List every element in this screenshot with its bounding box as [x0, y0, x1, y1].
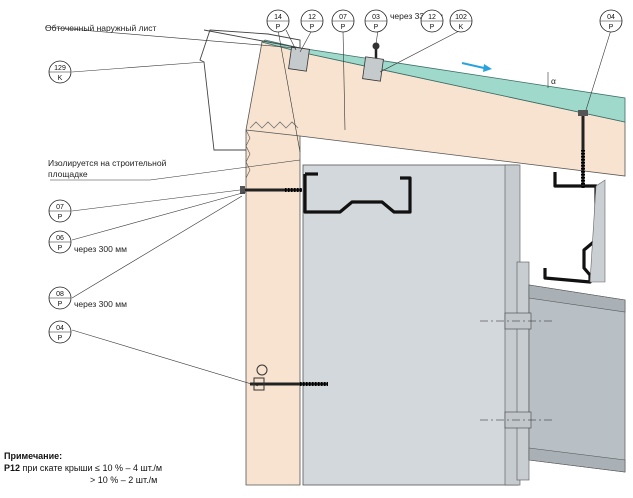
wall-girt-profile	[303, 174, 412, 214]
screw-p04-roof	[578, 110, 588, 188]
steel-beam-bottom	[528, 447, 626, 473]
svg-text:03: 03	[372, 14, 380, 21]
insulated-label-line1: Изолируется на строительной	[48, 158, 167, 168]
tag-p07-top: 07 P	[331, 9, 355, 33]
steel-beam	[528, 284, 626, 473]
tag-p06: 06 P	[48, 230, 72, 254]
note-title: Примечание:	[4, 451, 63, 461]
flashing-outline	[199, 29, 301, 151]
tag-p07-left: 07 P	[48, 199, 72, 223]
tag-p03: 03 P	[364, 9, 388, 33]
svg-text:P: P	[276, 24, 281, 31]
ridge-zigzag-seal	[249, 121, 299, 129]
steel-column	[302, 164, 519, 486]
svg-text:K: K	[459, 24, 464, 31]
svg-text:12: 12	[428, 14, 436, 21]
tag-p04-top: 04 P	[599, 9, 623, 33]
svg-text:P: P	[341, 24, 346, 31]
direction-arrow	[461, 62, 485, 69]
svg-text:P: P	[609, 24, 614, 31]
screw-p07-wall	[240, 186, 302, 194]
svg-text:08: 08	[56, 291, 64, 298]
tag-p12-b: 12 P	[420, 9, 444, 33]
svg-text:P: P	[58, 335, 63, 342]
svg-text:K: K	[58, 75, 63, 82]
svg-text:P: P	[58, 245, 63, 252]
leader-lines	[44, 26, 612, 387]
svg-text:04: 04	[56, 325, 64, 332]
spacing-333-label: через 333 мм	[390, 11, 443, 21]
steel-beam-flange	[528, 284, 626, 313]
note-block: Примечание: P12 при скате крыши ≤ 10 % –…	[4, 450, 162, 486]
outer-sheet-label: Обточенный наружный лист	[45, 23, 157, 33]
spacing-300-label-a: через 300 мм	[74, 244, 127, 254]
tag-k129: 129 K	[48, 60, 72, 84]
svg-text:P: P	[374, 24, 379, 31]
tag-k102: 102 K	[449, 9, 473, 33]
svg-text:14: 14	[274, 14, 282, 21]
svg-text:P: P	[58, 301, 63, 308]
spacing-300-label-b: через 300 мм	[74, 299, 127, 309]
svg-text:P: P	[58, 214, 63, 221]
tag-p14: 14 P	[266, 9, 290, 33]
svg-text:04: 04	[607, 14, 615, 21]
svg-text:129: 129	[54, 65, 66, 72]
svg-text:P: P	[310, 24, 315, 31]
tag-p12-a: 12 P	[300, 9, 324, 33]
wall-panel-jagged-edge	[245, 129, 251, 179]
note-line1: при скате крыши ≤ 10 % – 4 шт./м	[20, 463, 163, 473]
svg-text:12: 12	[308, 14, 316, 21]
note-code: P12	[4, 463, 21, 473]
tag-p04-left: 04 P	[48, 320, 72, 344]
roof-purlin-web	[589, 179, 606, 283]
direction-arrow-head	[483, 64, 492, 72]
svg-text:P: P	[430, 24, 435, 31]
svg-text:07: 07	[339, 14, 347, 21]
svg-text:102: 102	[455, 14, 467, 21]
wall-insulation-panel	[245, 129, 301, 486]
svg-text:07: 07	[56, 204, 64, 211]
roof-purlin-profile	[543, 172, 598, 284]
alpha-label: α	[551, 76, 556, 86]
svg-text:06: 06	[56, 235, 64, 242]
ridge-closure-p12-left	[288, 46, 310, 72]
tag-p08: 08 P	[48, 286, 72, 310]
column-base-plate	[516, 261, 530, 481]
insulated-label-line2: площадке	[48, 169, 88, 179]
ridge-closure-p12-right	[362, 56, 384, 82]
note-line2: > 10 % – 2 шт./м	[90, 475, 158, 485]
screw-p04-lower	[250, 364, 328, 391]
